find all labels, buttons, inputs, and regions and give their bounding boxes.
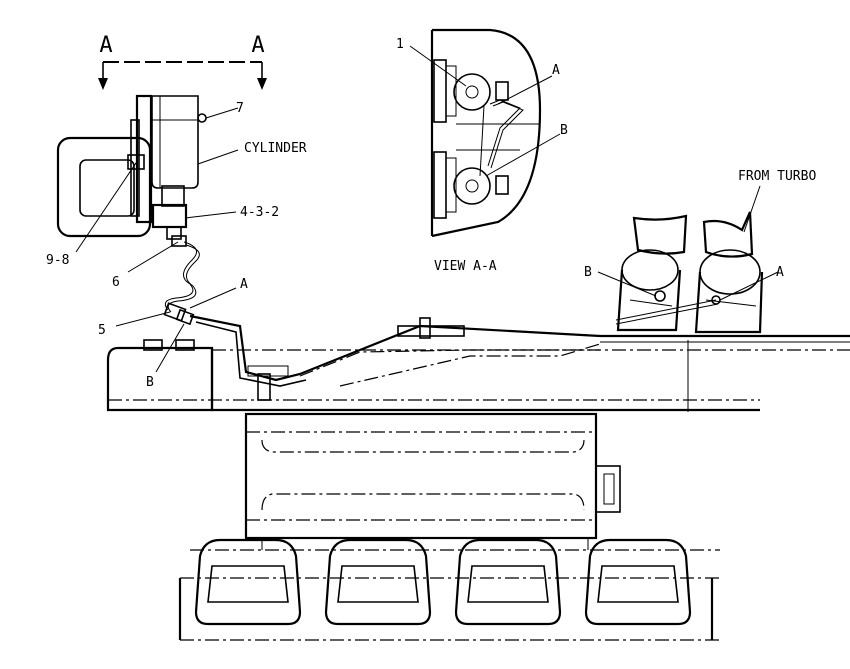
callout-5: 5 — [98, 323, 106, 338]
section-line-a-a: A A — [98, 33, 267, 90]
section-label-left: A — [99, 33, 112, 58]
callout-b-main: B — [146, 375, 154, 390]
cylinder-assembly — [56, 94, 207, 247]
engine-block-lower — [244, 412, 621, 550]
callout-b-turbo: B — [584, 265, 592, 280]
turbo-elbows — [597, 185, 779, 334]
callout-b-view: B — [560, 123, 568, 138]
callout-4-3-2: 4-3-2 — [240, 205, 279, 220]
callout-7: 7 — [236, 101, 244, 116]
view-title: VIEW A-A — [434, 259, 497, 274]
cylinder-heads — [178, 538, 720, 641]
callout-a-view: A — [552, 63, 560, 78]
callout-cylinder: CYLINDER — [244, 141, 307, 156]
section-label-right: A — [251, 33, 264, 58]
callout-a-main: A — [240, 277, 248, 292]
callout-from-turbo: FROM TURBO — [738, 169, 816, 184]
callout-6: 6 — [112, 275, 120, 290]
callout-a-turbo: A — [776, 265, 784, 280]
callout-1: 1 — [396, 37, 404, 52]
callout-9-8: 9-8 — [46, 253, 69, 268]
hose-line — [163, 241, 200, 326]
view-a-a — [409, 28, 561, 238]
engine-body — [106, 314, 850, 412]
